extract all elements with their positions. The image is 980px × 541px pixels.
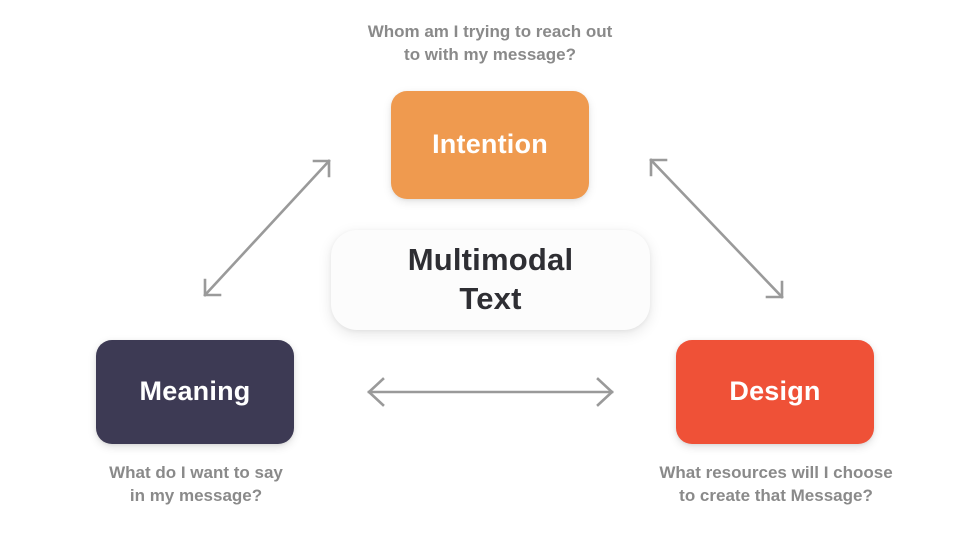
caption-meaning-line1: What do I want to say: [109, 463, 283, 482]
node-center-label-line1: Multimodal: [407, 242, 574, 278]
arrow-meaning-design: [367, 377, 614, 407]
node-meaning[interactable]: Meaning: [96, 340, 294, 444]
caption-design: What resources will I choose to create t…: [612, 461, 940, 508]
node-design[interactable]: Design: [676, 340, 874, 444]
arrow-intention-design: [649, 158, 784, 299]
caption-meaning: What do I want to say in my message?: [60, 461, 332, 508]
node-center-label: Multimodal Text: [408, 241, 574, 319]
caption-meaning-line2: in my message?: [129, 486, 263, 506]
node-meaning-label: Meaning: [139, 376, 251, 407]
caption-intention-line1: Whom am I trying to reach out: [367, 22, 613, 41]
node-intention[interactable]: Intention: [391, 91, 589, 199]
node-intention-label: Intention: [432, 129, 548, 160]
node-design-label: Design: [729, 376, 821, 407]
node-center-multimodal-text[interactable]: Multimodal Text: [331, 230, 650, 330]
caption-intention: Whom am I trying to reach out to with my…: [310, 20, 670, 67]
caption-design-line1: What resources will I choose: [659, 463, 893, 482]
arrow-meaning-intention: [203, 159, 331, 297]
node-center-label-line2: Text: [459, 281, 522, 316]
caption-design-line2: to create that Message?: [679, 486, 873, 506]
caption-intention-line2: to with my message?: [404, 45, 576, 65]
